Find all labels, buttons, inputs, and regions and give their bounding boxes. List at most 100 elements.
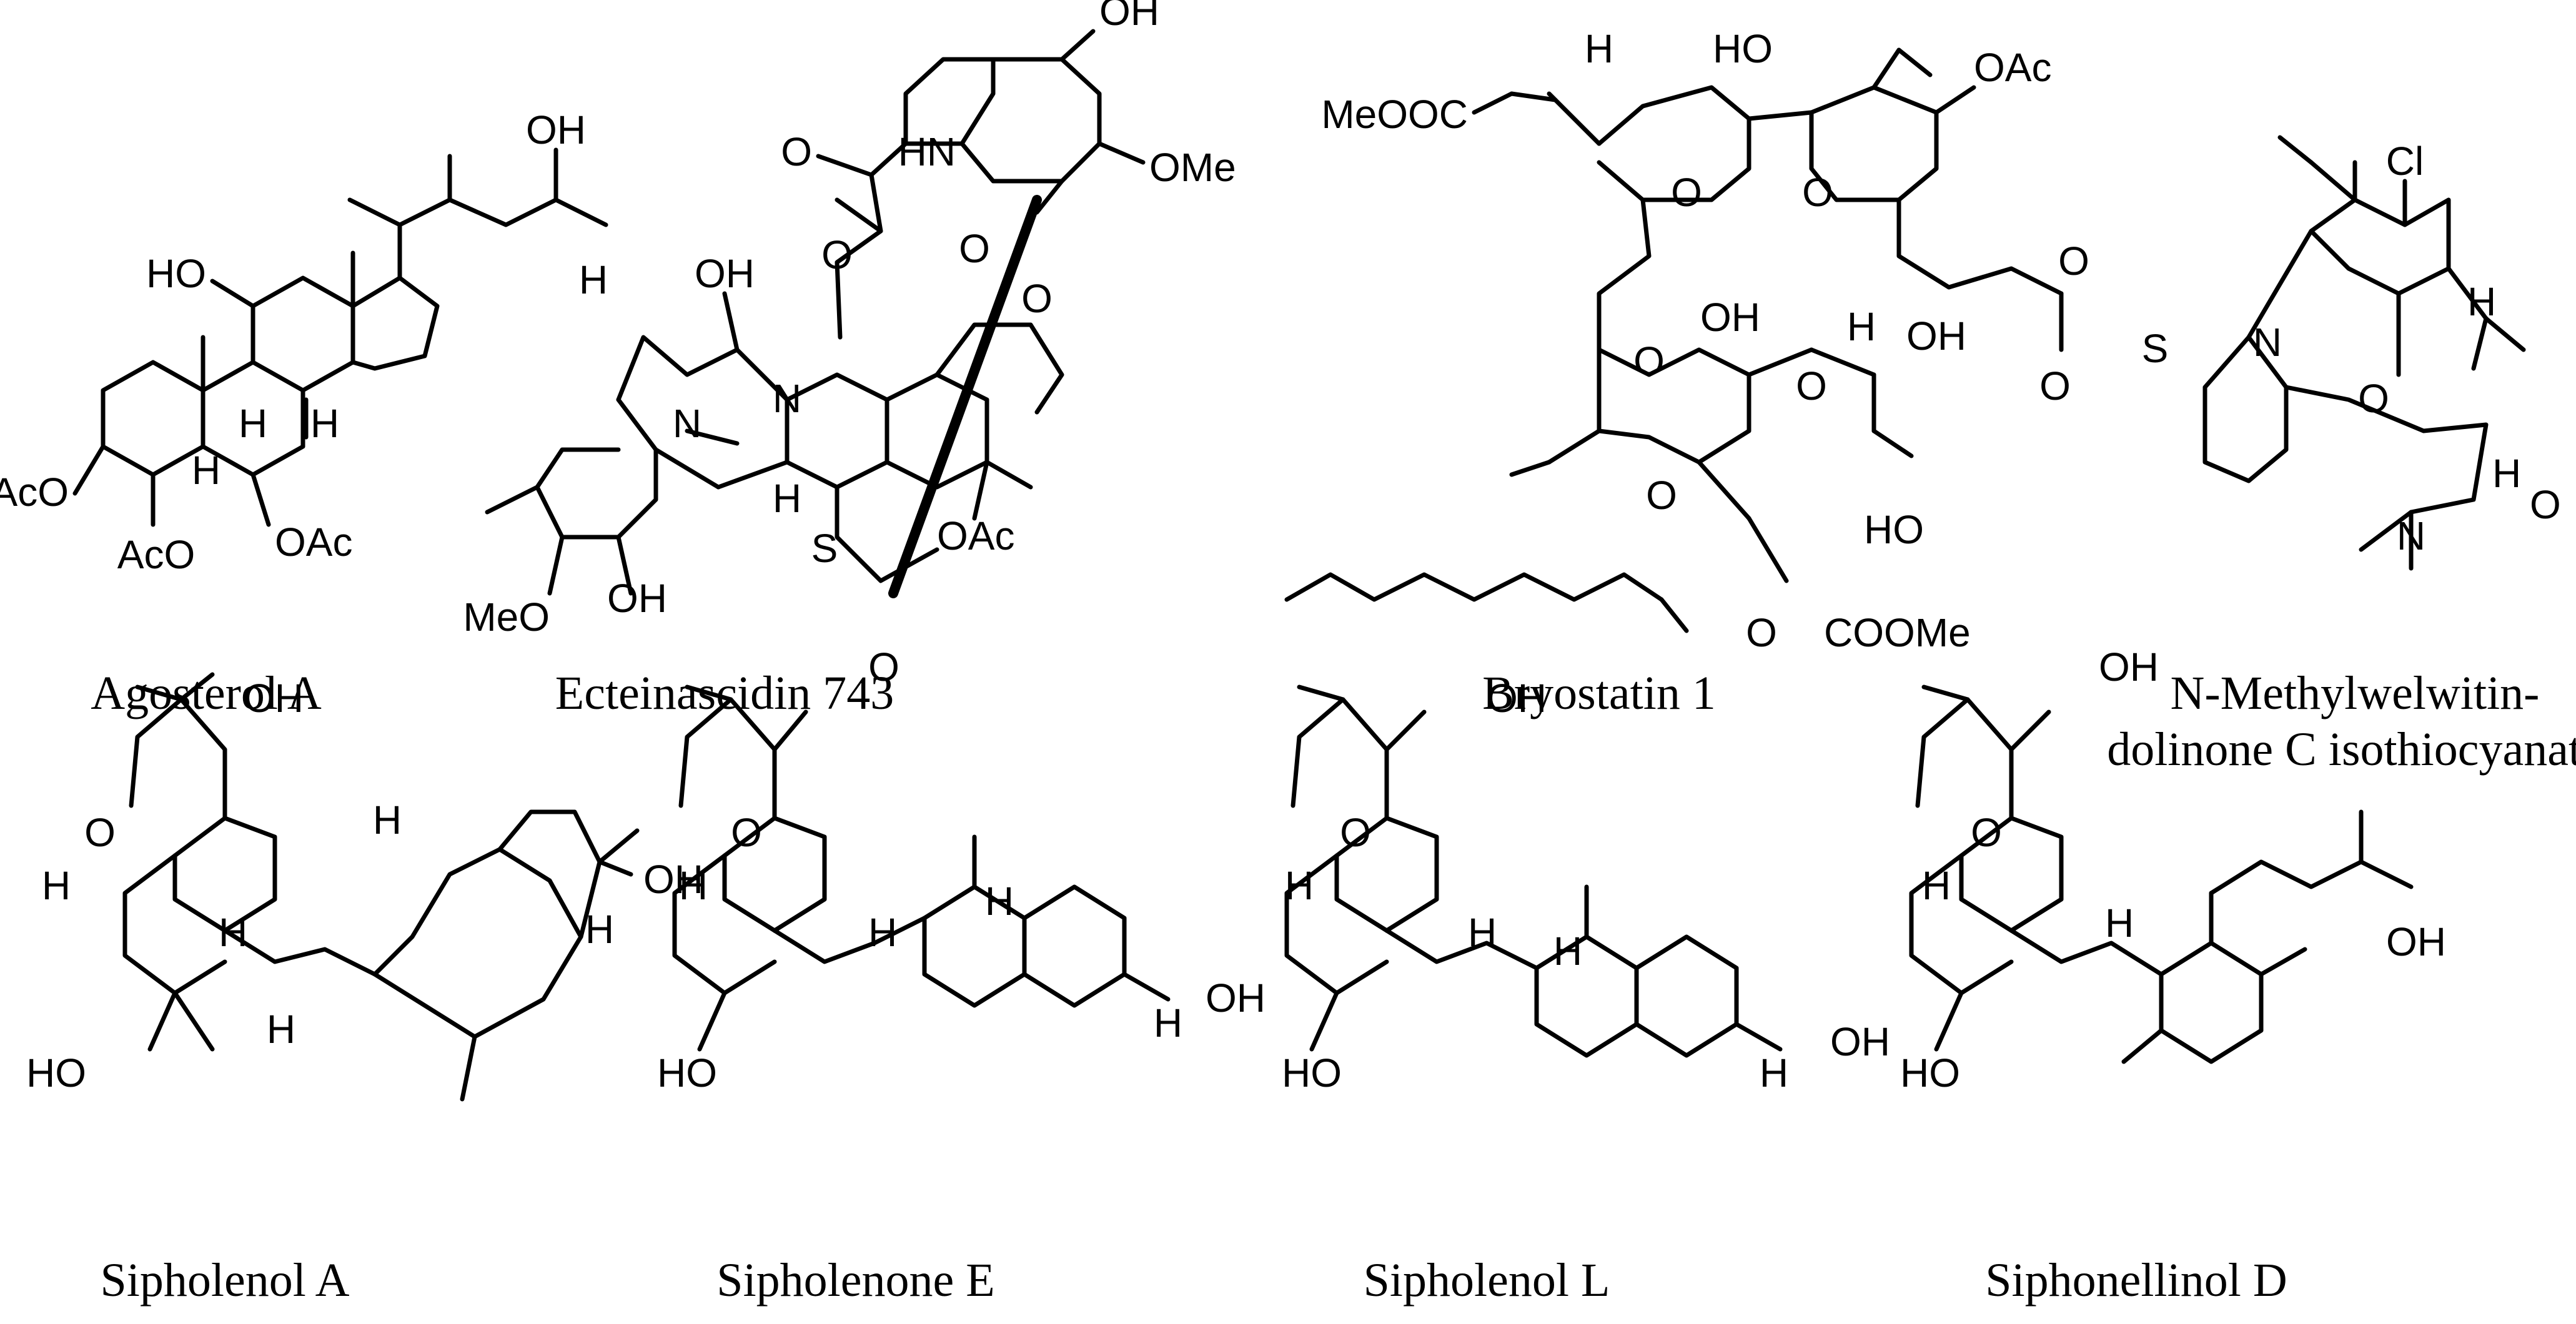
atom-label: MeO (463, 595, 550, 640)
atom-label: N (2397, 513, 2425, 558)
atom-label: H (192, 448, 220, 493)
atom-label: HO (26, 1050, 86, 1095)
atom-label: H (373, 798, 402, 842)
atom-label: OH (526, 107, 586, 152)
caption-ecteinascidin-743: Ecteinascidin 743 (555, 667, 894, 719)
caption-bryostatin-1: Bryostatin 1 (1482, 667, 1716, 719)
captions: Agosterol A Ecteinascidin 743 Bryostatin… (91, 667, 2576, 1307)
atom-label: H (1847, 304, 1876, 349)
atom-label: OH (643, 857, 703, 902)
atom-label: H (1468, 910, 1497, 955)
atom-label: OH (1487, 676, 1547, 721)
atom-label: O (2039, 363, 2071, 408)
atom-label: HO (1864, 507, 1924, 552)
atom-label: OH (607, 576, 667, 621)
atom-label: OMe (1149, 145, 1236, 190)
atom-label: HN (898, 129, 956, 174)
atom-label: H (985, 879, 1014, 924)
atom-label: HO (146, 251, 206, 296)
atom-label: OAc (937, 513, 1014, 558)
atom-label: AcO (0, 470, 69, 515)
atom-label: H (679, 863, 708, 908)
atom-label: O (84, 810, 116, 855)
atom-label: H (868, 910, 897, 955)
structure-ecteinascidin-743 (485, 29, 1146, 598)
atom-label: S (2142, 326, 2169, 371)
structure-agosterol-a (72, 147, 608, 527)
atom-label: H (1154, 1000, 1182, 1045)
atom-label: O (1802, 170, 1833, 215)
atom-label: O (1971, 810, 2002, 855)
atom-label: OH (1906, 314, 1966, 358)
atom-label: MeOOC (1321, 92, 1468, 137)
atom-label: O (1633, 338, 1665, 383)
atom-label: H (585, 907, 614, 952)
atom-label: H (1922, 863, 1951, 908)
caption-agosterol-a: Agosterol A (91, 667, 322, 719)
atom-label: AcO (117, 532, 195, 577)
atom-label: OH (1099, 0, 1159, 34)
atom-label: Cl (2386, 139, 2424, 184)
atom-label: O (781, 129, 812, 174)
atom-label: O (2058, 239, 2089, 284)
structure-sipholenone-e (672, 684, 1171, 1052)
atom-label: O (1646, 473, 1677, 518)
atom-label: N (673, 401, 701, 446)
atom-label: S (811, 526, 838, 571)
atom-label: HO (1282, 1050, 1342, 1095)
atom-label: N (2253, 320, 2282, 365)
atom-label: H (579, 257, 608, 302)
atom-label: H (42, 863, 71, 908)
atom-label: O (731, 810, 762, 855)
atom-label: H (239, 401, 267, 446)
atom-label: HO (1900, 1050, 1960, 1095)
atom-label: OH (1700, 295, 1760, 340)
atom-label: OH (695, 251, 755, 296)
atom-label: O (868, 645, 899, 689)
atom-label: H (1285, 863, 1314, 908)
atom-label: O (1796, 363, 1827, 408)
caption-welwitindolinone-line2: dolinone C isothiocyanate (2107, 723, 2576, 776)
caption-siphonellinol-d: Siphonellinol D (1985, 1254, 2287, 1307)
atom-label: O (1340, 810, 1371, 855)
atom-label: O (959, 226, 990, 271)
atom-label: H (773, 476, 801, 521)
caption-sipholenol-a: Sipholenol A (100, 1254, 349, 1307)
atom-label: H (1553, 929, 1582, 974)
atom-label: H (1760, 1050, 1788, 1095)
structure-sipholenol-l (1284, 684, 1783, 1058)
atom-label: OH (2099, 645, 2159, 689)
caption-sipholenol-l: Sipholenol L (1364, 1254, 1610, 1307)
caption-sipholenone-e: Sipholenone E (716, 1254, 994, 1307)
atom-label: HO (1713, 26, 1773, 71)
atom-label: O (1021, 276, 1053, 321)
structure-sipholenol-a (122, 672, 640, 1102)
atom-label: H (267, 1007, 295, 1052)
atom-label: O (2530, 482, 2561, 527)
atom-label: O (2358, 376, 2389, 421)
atom-label: OH (2386, 919, 2446, 964)
atom-label: OH (1206, 976, 1266, 1020)
caption-welwitindolinone-line1: N-Methylwelwitin- (2170, 667, 2539, 719)
atom-labels: OH HO H H H H AcO AcO OAc OH O HN OMe O … (0, 0, 2561, 1095)
atom-label: OH (244, 676, 304, 721)
atom-label: H (219, 910, 247, 955)
atom-label: H (2492, 451, 2521, 496)
atom-label: H (310, 401, 339, 446)
atom-label: N (773, 376, 801, 421)
atom-label: O (1746, 610, 1777, 655)
atom-label: OH (1830, 1019, 1890, 1064)
structure-welwitindolinone (2202, 135, 2526, 571)
structure-siphonellinol-d (1909, 684, 2414, 1064)
atom-label: H (2105, 901, 2134, 946)
atom-label: H (2467, 279, 2496, 324)
atom-label: OAc (275, 520, 352, 565)
atom-label: OAc (1974, 45, 2051, 90)
atom-label: COOMe (1824, 610, 1971, 655)
atom-label: HO (657, 1050, 717, 1095)
atom-label: H (1585, 26, 1613, 71)
structure-bryostatin-1 (1284, 47, 2064, 633)
atom-label: O (1671, 170, 1702, 215)
atom-label: O (821, 232, 853, 277)
